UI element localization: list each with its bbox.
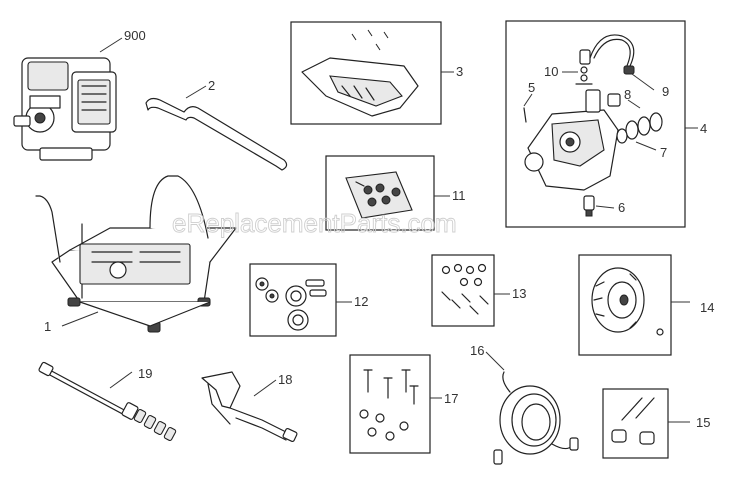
callout-9: 9 [662,84,669,99]
leader-2 [185,85,207,99]
leader-7 [635,141,657,151]
part-pump[interactable] [524,89,621,191]
leader-5 [523,93,533,107]
leader-19 [109,371,133,389]
part-wand[interactable] [38,361,139,420]
callout-18: 18 [278,372,292,387]
part-engine[interactable] [13,57,117,161]
leader-8 [627,99,641,109]
part-check-valve[interactable] [575,66,593,85]
callout-17: 17 [444,391,458,406]
callout-1: 1 [44,319,51,334]
callout-16: 16 [470,343,484,358]
callout-14: 14 [700,300,714,315]
part-nozzle-set[interactable] [133,408,177,442]
leader-9 [631,73,655,91]
callout-7: 7 [660,145,667,160]
part-bolts-nuts[interactable] [441,263,489,315]
part-handle-tube[interactable] [145,97,288,171]
part-spray-gun[interactable] [201,371,298,443]
callout-8: 8 [624,87,631,102]
callout-10: 10 [544,64,558,79]
part-pin[interactable] [523,107,527,123]
callout-5: 5 [528,80,535,95]
part-hardware-bag[interactable] [345,171,413,219]
callout-13: 13 [512,286,526,301]
part-axle-hardware[interactable] [611,397,655,445]
part-shroud[interactable] [301,29,419,117]
callout-4: 4 [700,121,707,136]
callout-19: 19 [138,366,152,381]
part-unloader-valve[interactable] [583,195,595,217]
callout-15: 15 [696,415,710,430]
leader-1 [61,311,99,327]
callout-2: 2 [208,78,215,93]
callout-3: 3 [456,64,463,79]
part-wheel[interactable] [591,267,664,336]
part-tube-fitting[interactable] [579,34,635,75]
callout-12: 12 [354,294,368,309]
callout-6: 6 [618,200,625,215]
leader-900 [99,37,123,53]
part-fasteners[interactable] [359,369,419,441]
leader-6 [595,205,615,209]
leader-18 [253,379,277,397]
callout-900: 900 [124,28,146,43]
leader-16 [485,351,505,371]
part-hose[interactable] [493,371,579,465]
callout-11: 11 [452,188,466,203]
frame-part-15 [602,388,669,459]
part-frame[interactable] [35,175,237,333]
watermark: eReplacementParts.com [172,208,457,238]
part-bearings[interactable] [255,277,327,331]
part-seal-kit[interactable] [616,112,663,144]
